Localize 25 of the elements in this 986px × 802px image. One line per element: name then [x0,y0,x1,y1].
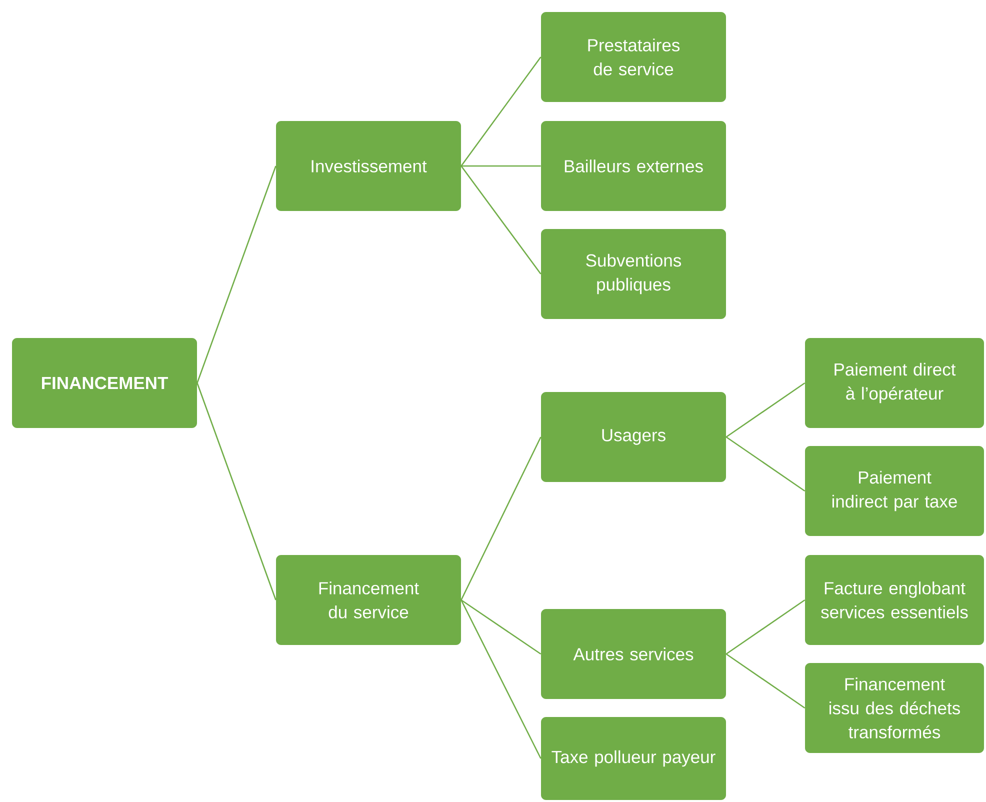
connector-line [726,382,806,438]
process-box: Financement issu des déchets transformés [805,663,984,753]
connector-line [460,166,542,274]
process-box: Taxe pollueur payeur [541,717,726,800]
connector-line [196,166,276,384]
process-box: Subventions publiques [541,229,726,319]
connector-line [460,436,542,600]
process-box: Paiement direct à l’opérateur [805,338,984,428]
connector-line [460,599,542,655]
process-box: FINANCEMENT [12,338,197,428]
connector-line [726,653,806,709]
process-box: Paiement indirect par taxe [805,446,984,536]
connector-line [726,599,806,655]
process-box: Facture englobant services essentiels [805,555,984,645]
process-box: Bailleurs externes [541,121,726,211]
process-box: Usagers [541,392,726,482]
connector-line [726,436,806,492]
process-box: Prestataires de service [541,12,726,102]
process-box: Investissement [276,121,461,211]
process-box: Financement du service [276,555,461,645]
connector-line [196,382,276,600]
process-box: Autres services [541,609,726,699]
connector-line [461,165,541,167]
connector-line [460,56,542,166]
connector-line [460,600,542,759]
